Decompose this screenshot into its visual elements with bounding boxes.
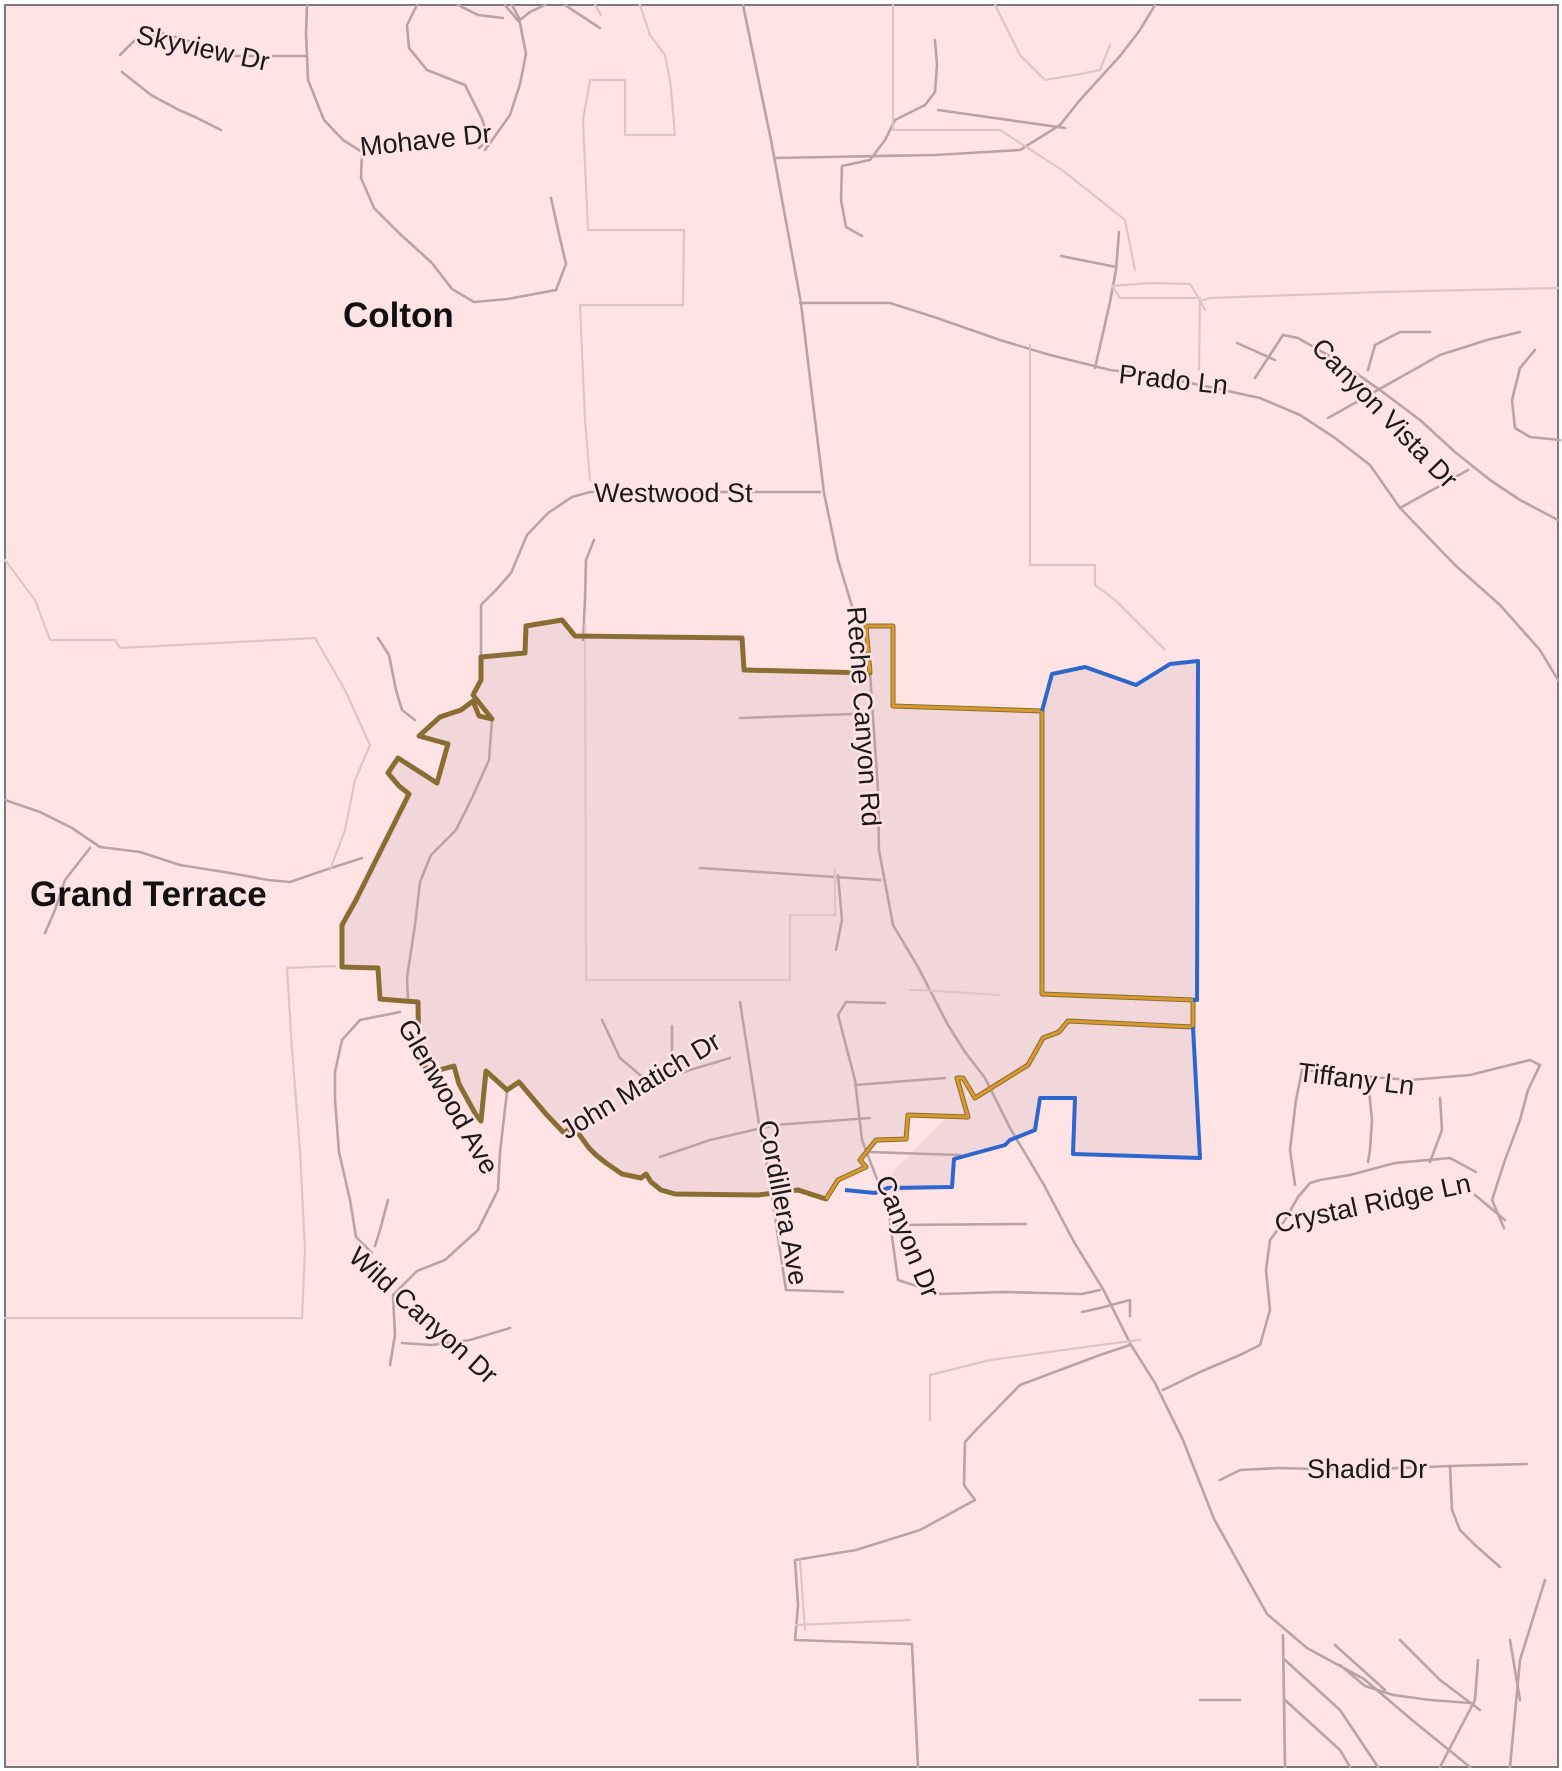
street-label-westwood-st: Westwood St — [594, 478, 753, 508]
area-outlines — [339, 617, 1202, 1202]
area-blue-east — [870, 661, 1200, 1195]
city-label-colton: Colton — [343, 296, 454, 335]
area-main — [342, 620, 1193, 1199]
road-network — [3, 3, 1562, 1769]
street-label-shadid-dr: Shadid Dr — [1307, 1454, 1427, 1484]
minor-road-network — [3, 3, 1560, 1632]
city-label-grand-terrace: Grand Terrace — [30, 875, 267, 914]
area-blue-outline — [844, 659, 1202, 1195]
city-labels: Colton Grand Terrace — [30, 296, 454, 914]
